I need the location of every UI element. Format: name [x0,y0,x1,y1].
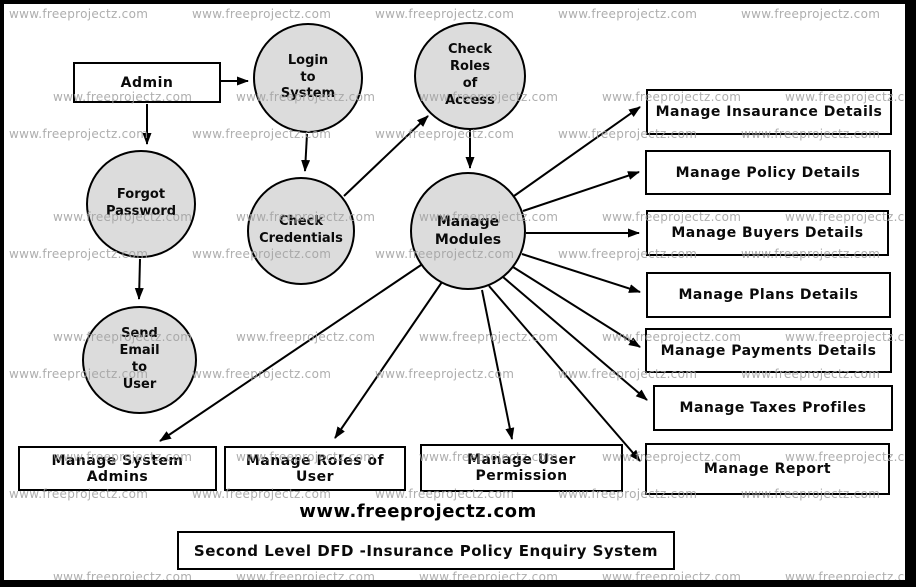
process-check-roles-of-access: Check Roles of Access [414,22,526,130]
store-label: Manage Roles of User [245,452,385,485]
store-manage-policy-details: Manage Policy Details [645,150,891,195]
process-forgot-password-label: Forgot Password [105,187,177,219]
process-manage-modules: Manage Modules [410,172,526,290]
store-manage-report: Manage Report [645,443,890,495]
diagram-title: Second Level DFD -Insurance Policy Enqui… [193,541,659,560]
arrow-modules-to-roles-of-user [334,281,443,439]
arrow-modules-to-plans-details [521,253,641,293]
arrow-modules-to-insaurance-details [513,106,641,197]
process-check-credentials-label: Check Credentials [259,214,343,246]
store-label: Manage Insaurance Details [655,104,883,120]
arrow-check-credentials-to-check-roles [343,115,429,197]
process-login-to-system: Login to System [253,23,363,133]
process-send-email-to-user-label: Send Email to User [119,326,160,392]
store-manage-taxes-profiles: Manage Taxes Profiles [653,385,893,431]
process-forgot-password: Forgot Password [86,150,196,258]
diagram-title-box: Second Level DFD -Insurance Policy Enqui… [177,531,675,570]
frame-border-top [0,0,916,4]
process-check-credentials: Check Credentials [247,177,355,285]
store-manage-roles-of-user: Manage Roles of User [224,446,406,491]
arrow-modules-to-policy-details [522,171,640,212]
store-label: Manage User Permission [467,452,576,484]
store-label: Manage Buyers Details [671,225,864,241]
arrow-modules-to-report [488,285,641,462]
arrow-modules-to-system-admins [159,262,425,442]
process-login-to-system-label: Login to System [280,52,336,102]
store-label: Manage Payments Details [660,342,877,359]
store-label: Manage Plans Details [678,287,859,303]
arrow-login-to-check-credentials [301,133,311,172]
frame-border-left [0,0,4,587]
entity-admin: Admin [73,62,221,103]
site-name-text: www.freeprojectz.com [299,501,537,522]
store-label: Manage Taxes Profiles [679,400,867,416]
process-send-email-to-user: Send Email to User [82,306,197,414]
store-manage-plans-details: Manage Plans Details [646,272,891,318]
arrow-modules-to-user-permission [481,289,515,440]
arrow-modules-to-payments-details [512,266,641,348]
store-manage-system-admins: Manage System Admins [18,446,217,491]
store-manage-payments-details: Manage Payments Details [645,328,892,373]
frame-border-bottom [0,580,916,587]
process-check-roles-of-access-label: Check Roles of Access [445,42,495,108]
arrow-modules-to-taxes-profiles [502,276,648,401]
store-manage-insaurance-details: Manage Insaurance Details [646,89,892,135]
store-manage-user-permission: Manage User Permission [420,444,623,492]
store-manage-buyers-details: Manage Buyers Details [646,210,889,256]
store-label: Manage System Admins [51,452,184,485]
process-manage-modules-label: Manage Modules [434,213,502,248]
store-label: Manage Policy Details [675,164,861,181]
store-label: Manage Report [703,461,832,477]
arrow-forgot-password-to-send-email [134,258,144,300]
entity-admin-label: Admin [120,74,174,91]
frame-border-right [905,0,916,587]
